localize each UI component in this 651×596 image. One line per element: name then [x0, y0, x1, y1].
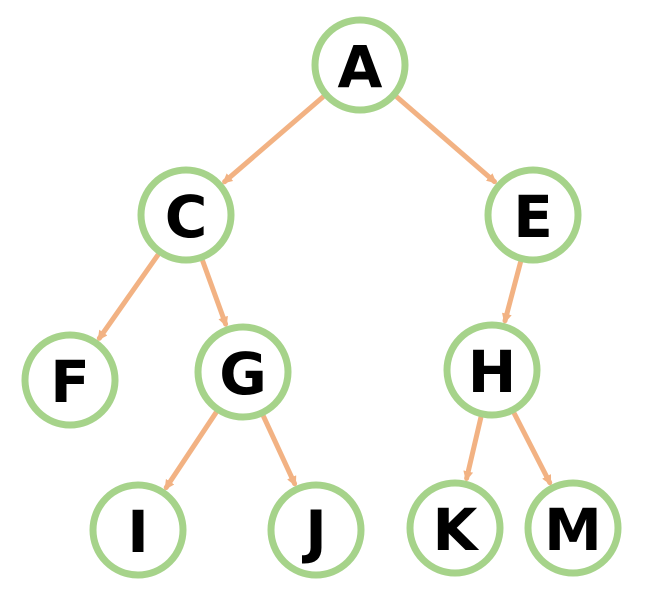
- edge-a-c: [222, 94, 326, 185]
- node-f-label: F: [50, 348, 90, 416]
- node-e-label: E: [513, 183, 553, 251]
- edge-g-i: [163, 410, 219, 491]
- edge-h-m: [511, 411, 553, 486]
- node-j: J: [267, 481, 365, 579]
- node-c-circle: [137, 166, 235, 264]
- node-k: K: [406, 479, 504, 577]
- node-g-circle: [194, 323, 292, 421]
- node-g-label: G: [219, 340, 267, 408]
- node-h: H: [443, 321, 541, 419]
- edge-e-h: [501, 259, 523, 324]
- node-e-circle: [484, 166, 582, 264]
- node-g: G: [194, 323, 292, 421]
- node-c: C: [137, 166, 235, 264]
- node-a: A: [311, 16, 409, 114]
- node-i: I: [89, 481, 187, 579]
- node-m-circle: [524, 479, 622, 577]
- edges-layer: [96, 94, 553, 491]
- node-h-circle: [443, 321, 541, 419]
- node-m: M: [524, 479, 622, 577]
- edge-h-k: [463, 415, 484, 482]
- node-i-circle: [89, 481, 187, 579]
- node-f-circle: [21, 331, 119, 429]
- node-i-label: I: [127, 498, 149, 566]
- edge-c-g: [200, 258, 229, 327]
- node-h-label: H: [468, 338, 517, 406]
- node-j-circle: [267, 481, 365, 579]
- edge-c-f: [96, 252, 161, 341]
- edge-a-e: [394, 94, 497, 185]
- node-k-circle: [406, 479, 504, 577]
- node-e: E: [484, 166, 582, 264]
- node-k-label: K: [433, 496, 480, 564]
- node-a-label: A: [338, 33, 383, 101]
- node-j-label: J: [301, 498, 327, 566]
- node-f: F: [21, 331, 119, 429]
- node-c-label: C: [165, 183, 208, 251]
- edge-g-j: [261, 413, 298, 487]
- node-a-circle: [311, 16, 409, 114]
- node-m-label: M: [544, 496, 602, 564]
